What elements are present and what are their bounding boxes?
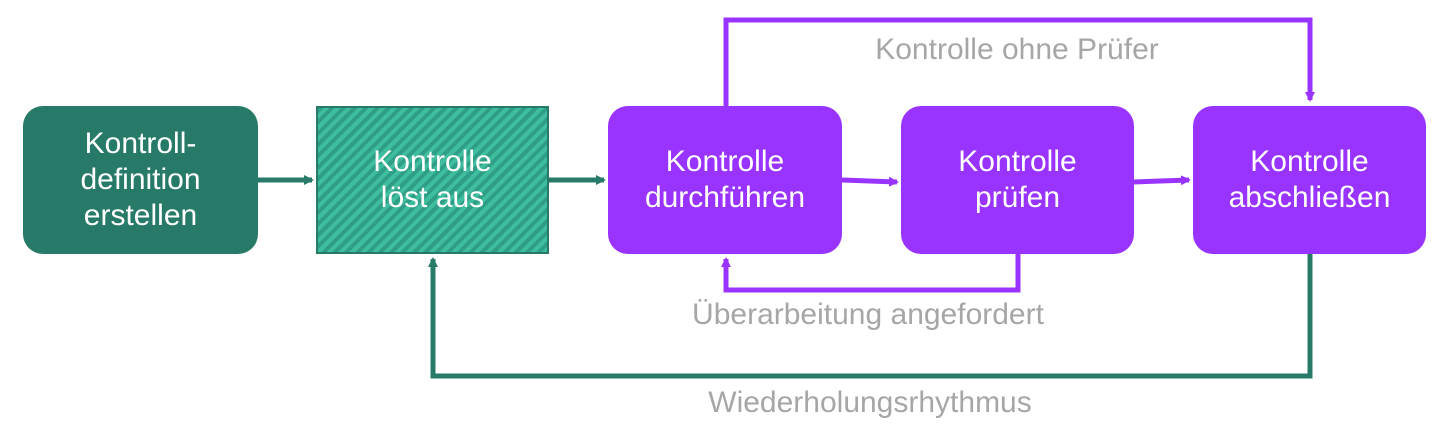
box-review-control: Kontrolle prüfen	[901, 106, 1134, 254]
box-define-control: Kontroll- definition erstellen	[23, 106, 258, 254]
label-rework-requested: Überarbeitung angefordert	[692, 298, 1044, 331]
arrow-no-reviewer	[723, 17, 1315, 106]
arrow-rework	[721, 254, 1021, 293]
box-control-triggers-label: Kontrolle löst aus	[373, 145, 492, 214]
box-perform-control: Kontrolle durchführen	[608, 106, 842, 254]
box-define-control-label: Kontroll- definition erstellen	[80, 127, 201, 232]
box-control-triggers: Kontrolle löst aus	[316, 106, 549, 254]
label-no-reviewer: Kontrolle ohne Prüfer	[875, 33, 1159, 66]
label-recurrence: Wiederholungsrhythmus	[708, 386, 1032, 419]
box-review-control-label: Kontrolle prüfen	[958, 145, 1077, 214]
box-complete-control: Kontrolle abschließen	[1193, 106, 1426, 254]
arrow-recurrence	[428, 254, 1313, 379]
box-complete-control-label: Kontrolle abschließen	[1228, 145, 1391, 214]
arrow-review-to-complete	[1133, 175, 1191, 186]
box-perform-control-label: Kontrolle durchführen	[644, 145, 806, 214]
arrow-perform-to-review	[841, 176, 899, 187]
